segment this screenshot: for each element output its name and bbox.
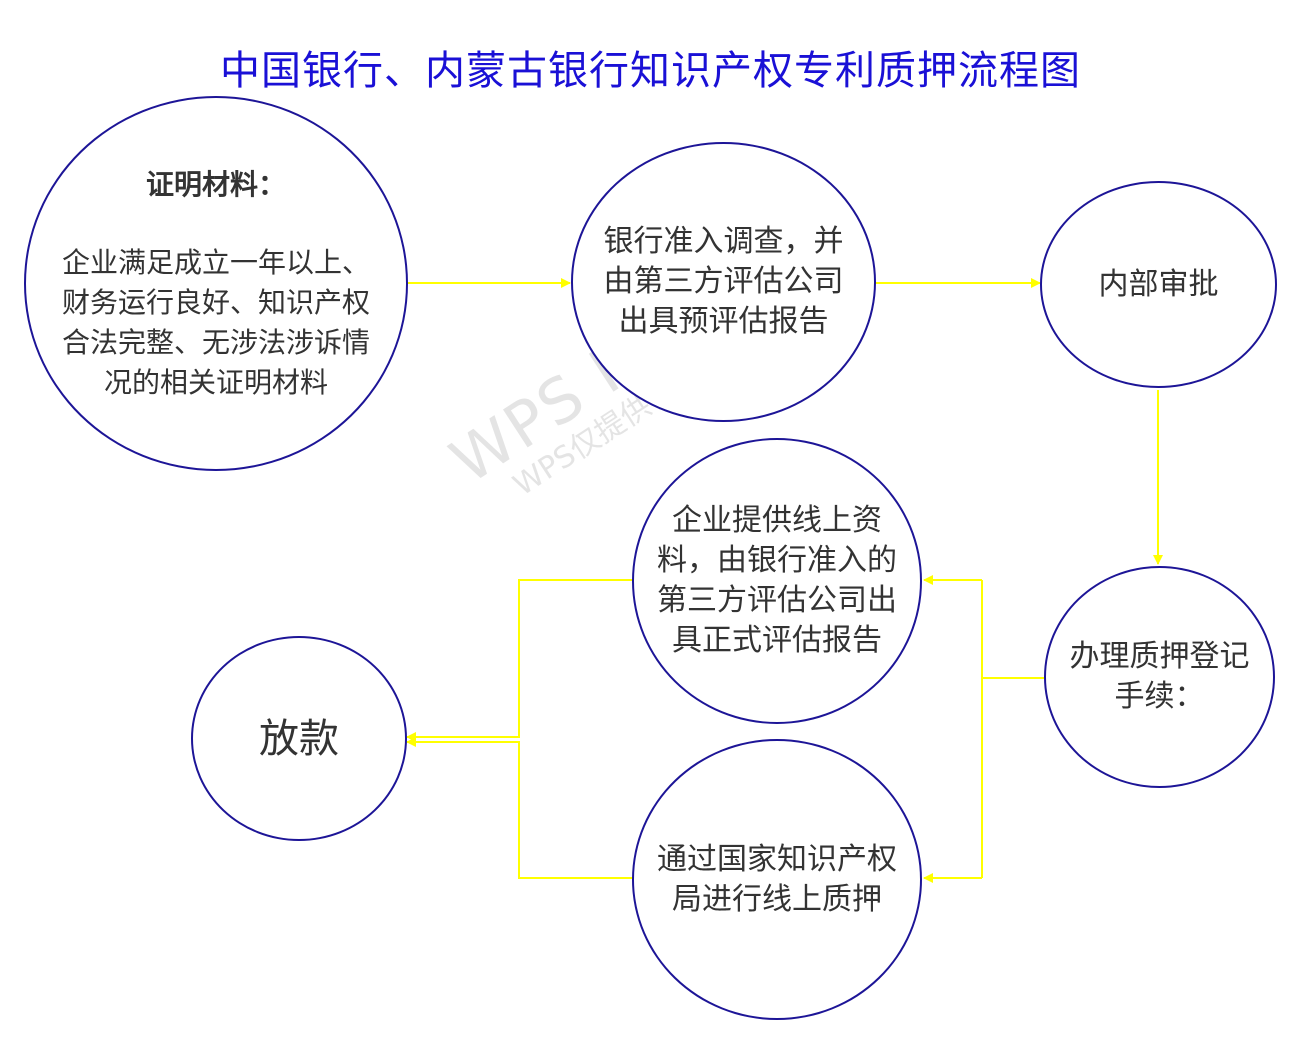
materials-line-3: 合法完整、无涉法涉诉情 [61,325,370,359]
materials-line-2: 财务运行良好、知识产权 [61,285,370,319]
bank-survey-line-3: 出具预评估报告 [618,304,829,339]
pledge-registration-line-2: 手续： [1114,679,1205,714]
materials-line-4: 况的相关证明材料 [103,365,328,399]
connector-formal-report-to-loan [406,579,633,742]
online-pledge-line-2: 局进行线上质押 [672,881,882,917]
pledge-registration-line-1: 办理质押登记 [1069,639,1250,674]
node-materials: 证明材料： 企业满足成立一年以上、 财务运行良好、知识产权 合法完整、无涉法涉诉… [24,96,408,471]
bank-survey-line-1: 银行准入调查，并 [603,224,844,259]
materials-line-1: 企业满足成立一年以上、 [61,245,370,279]
node-formal-report: 企业提供线上资 料，由银行准入的 第三方评估公司出 具正式评估报告 [632,438,922,724]
page-title: 中国银行、内蒙古银行知识产权专利质押流程图 [220,48,1081,94]
node-loan: 放款 [191,636,407,841]
formal-report-line-2: 料，由银行准入的 [657,543,897,578]
formal-report-line-1: 企业提供线上资 [672,503,882,538]
node-bank-survey: 银行准入调查，并 由第三方评估公司 出具预评估报告 [571,142,876,422]
formal-report-line-4: 具正式评估报告 [672,623,882,658]
node-pledge-registration: 办理质押登记 手续： [1044,566,1275,788]
loan-label: 放款 [259,715,339,762]
node-internal-approval: 内部审批 [1040,181,1277,388]
online-pledge-line-1: 通过国家知识产权 [657,841,897,877]
node-online-pledge: 通过国家知识产权 局进行线上质押 [632,739,922,1020]
formal-report-line-3: 第三方评估公司出 [657,583,897,618]
internal-approval-label: 内部审批 [1098,266,1219,302]
bank-survey-line-2: 由第三方评估公司 [603,264,844,299]
materials-heading: 证明材料： [145,167,286,201]
connector-online-pledge-to-loan [406,737,633,879]
